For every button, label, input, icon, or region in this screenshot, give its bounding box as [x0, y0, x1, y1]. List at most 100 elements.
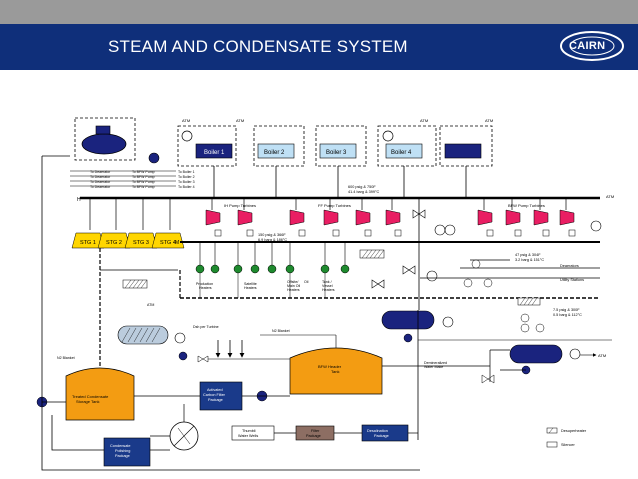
- top-bar: [0, 0, 638, 24]
- svg-text:Oil: Oil: [304, 280, 309, 284]
- deaerator-unit: [74, 117, 160, 164]
- stg-2-label: STG 2: [106, 240, 122, 246]
- boiler-2: Boiler 2: [253, 125, 305, 167]
- stg-group: STG 1 STG 2 STG 3 STG 4: [71, 232, 185, 249]
- legend: Desuperheater Silencer: [546, 427, 587, 448]
- svg-text:To BFW Pump: To BFW Pump: [132, 175, 155, 179]
- svg-text:To Boiler 1: To Boiler 1: [178, 170, 195, 174]
- svg-text:Desalination: Desalination: [367, 429, 388, 433]
- svg-text:Polishing: Polishing: [115, 449, 130, 453]
- stg-4-label: STG 4: [160, 240, 176, 246]
- outer-return-loop: [41, 155, 420, 471]
- thumbli-water-wells: Thumbli Water Wells: [231, 425, 275, 441]
- filter-package: Filter Package: [295, 425, 335, 441]
- svg-text:ATM: ATM: [236, 118, 244, 123]
- condensate-polishing-package: Condensate Polishing Package: [103, 437, 151, 467]
- utility-stations-label: Utility Stations: [560, 278, 584, 282]
- condensate-flash-drum: [117, 325, 169, 345]
- atm-right-label: ATM: [606, 194, 614, 199]
- page-title: STEAM AND CONDENSATE SYSTEM: [108, 37, 408, 56]
- ff-turbines-label: FF Pump Turbines: [318, 203, 351, 208]
- pump-turbines: [205, 209, 575, 226]
- svg-text:To BFW Pump: To BFW Pump: [132, 180, 155, 184]
- heater-drops: [199, 242, 346, 265]
- desalination-package: Desalination Package: [361, 424, 409, 442]
- svg-text:Activated: Activated: [207, 388, 223, 392]
- turbine-exhaust-boxes: [214, 229, 576, 237]
- boiler-1-label: Boiler 1: [204, 150, 225, 156]
- cairn-logo: [560, 31, 624, 61]
- svg-text:To Boiler 4: To Boiler 4: [178, 185, 195, 189]
- deaerator-line-labels: To Deaerator To Deaerator To Deaerator T…: [90, 170, 195, 189]
- boiler-1: Boiler 1: [177, 125, 237, 167]
- n2-blanket-label-1: N2 Blanket: [272, 329, 290, 333]
- svg-text:To Boiler 2: To Boiler 2: [178, 175, 195, 179]
- svg-text:Package: Package: [208, 398, 223, 402]
- hp-drops: [89, 198, 567, 230]
- boiler-3: Boiler 3: [315, 125, 367, 167]
- svg-text:Package: Package: [115, 454, 130, 458]
- treated-condensate-tank: Treated Condensate Storage Tank: [65, 367, 135, 421]
- svg-text:ATM: ATM: [485, 118, 493, 123]
- green-valves: [195, 264, 350, 274]
- boiler-5: [439, 125, 493, 167]
- hatch-lines-2: [124, 279, 148, 289]
- low-spec-2: 0.5 barg & 112°C: [553, 313, 582, 317]
- logo-text: CAIRN: [569, 40, 606, 52]
- down-arrows: [215, 340, 245, 358]
- hp-header-tag: H: [77, 197, 81, 203]
- svg-text:To Deaerator: To Deaerator: [90, 185, 111, 189]
- low-spec-1: 7.5 psig & 300F: [553, 308, 580, 312]
- hp-header-spec-1: 600 psig & 750F: [348, 185, 376, 189]
- heater-labels: Production Heaters Satellite Heaters Off…: [196, 280, 335, 292]
- distribution-lines: [70, 170, 176, 187]
- svg-text:BFW Header: BFW Header: [318, 364, 342, 369]
- bfw-turbines-label: BFW Pump Turbines: [508, 203, 545, 208]
- hatch-lines-3: [519, 297, 538, 306]
- right-gauge: [590, 220, 602, 232]
- drum-pump: [178, 351, 188, 361]
- stg-3-label: STG 3: [133, 240, 149, 246]
- n2-blanket-label-2: N2 Blanket: [57, 356, 75, 360]
- desuperheater-2: [122, 279, 148, 289]
- hp-header-spec-2: 41.4 barg & 399°C: [348, 190, 380, 194]
- svg-text:To Deaerator: To Deaerator: [90, 170, 111, 174]
- stg-1-label: STG 1: [80, 240, 96, 246]
- boiler-2-label: Boiler 2: [264, 150, 285, 156]
- svg-text:To BFW Pump: To BFW Pump: [132, 170, 155, 174]
- atm-lp-label: ATM: [598, 353, 606, 358]
- svg-text:Offsite/: Offsite/: [287, 280, 298, 284]
- boiler-risers: [213, 166, 467, 198]
- svg-text:Treated Condensate: Treated Condensate: [72, 394, 109, 399]
- atm-vents: ATM ATM ATM ATM: [182, 118, 493, 123]
- svg-text:Storage Tank: Storage Tank: [76, 399, 100, 404]
- boiler-4: Boiler 4: [377, 125, 437, 167]
- svg-text:Vessel: Vessel: [322, 284, 333, 288]
- svg-text:Tank /: Tank /: [322, 280, 332, 284]
- boiler-3-label: Boiler 3: [326, 150, 347, 156]
- heat-exchanger: [169, 421, 199, 451]
- svg-text:To Deaerator: To Deaerator: [90, 180, 111, 184]
- drum-outlet-valve: [197, 355, 209, 363]
- lp-spec-1: 47 psig & 304F: [515, 253, 541, 257]
- svg-text:Desuperheater: Desuperheater: [561, 429, 587, 433]
- svg-text:Tank: Tank: [331, 369, 339, 374]
- lp-instruments: [463, 259, 545, 333]
- svg-text:Silencer: Silencer: [561, 443, 575, 447]
- demin-label-1: Demineralized: [424, 361, 447, 365]
- svg-text:Main Oil: Main Oil: [287, 284, 300, 288]
- svg-text:ATM: ATM: [182, 118, 190, 123]
- activated-carbon-filter-package: Activated Carbon Filter Package: [199, 381, 243, 411]
- desuperheater-1: [359, 249, 385, 259]
- svg-text:Water Wells: Water Wells: [238, 434, 258, 438]
- svg-text:To Deaerator: To Deaerator: [90, 175, 111, 179]
- bfw-header-tank: BFW Header Tank: [289, 347, 383, 395]
- mp-header-tag: M: [175, 240, 179, 246]
- svg-text:Heaters: Heaters: [322, 288, 335, 292]
- drum-level-gauge: [174, 332, 186, 344]
- hatch-lines-1: [361, 249, 385, 259]
- demin-label-2: Water Make: [424, 365, 443, 369]
- svg-text:Production: Production: [196, 282, 213, 286]
- demin-valve: [481, 374, 495, 384]
- svg-text:To BFW Pump: To BFW Pump: [132, 185, 155, 189]
